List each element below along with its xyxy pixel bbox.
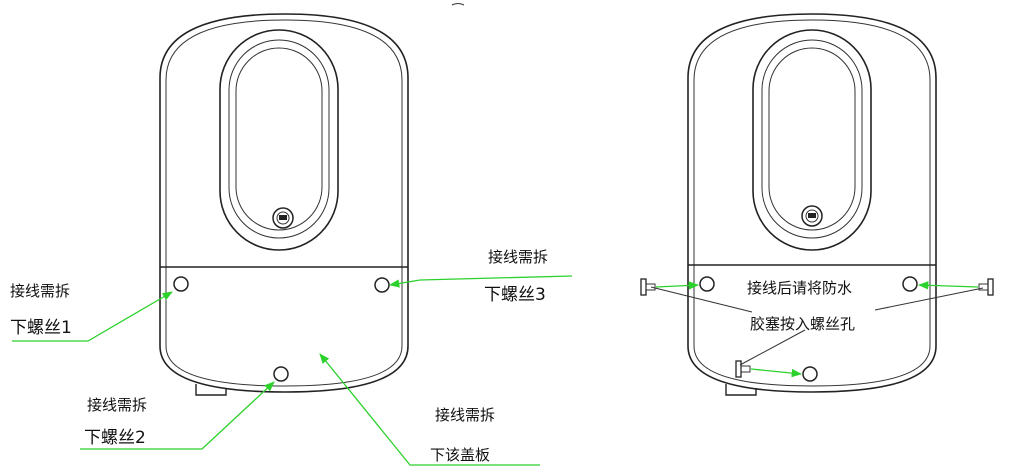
stray-mark (451, 3, 465, 6)
right-window-inner (761, 39, 863, 239)
callout-screw1-line2: 下螺丝1 (10, 318, 72, 338)
arrow-plug-left (655, 281, 700, 290)
right-bottom-bracket (725, 384, 757, 396)
leader-screw2 (80, 381, 275, 450)
note-leader-lines (650, 286, 984, 366)
callout-cover: 接线需拆 下该盖板 (430, 406, 495, 464)
screw-hole-icon (173, 276, 189, 292)
waterproof-note-line2: 胶塞按入螺丝孔 (750, 315, 855, 333)
arrow-plug-right (917, 281, 979, 290)
screw-hole-icon (802, 366, 818, 382)
left-window-inner (228, 39, 330, 239)
right-device-inner-edge (693, 19, 931, 387)
left-device-body (159, 13, 409, 393)
waterproof-plug-icon (640, 278, 656, 296)
screw-hole-icon (699, 276, 715, 292)
callout-screw3: 接线需拆 下螺丝3 (484, 248, 548, 305)
screw-hole-icon (902, 276, 918, 292)
leader-cover (319, 353, 540, 466)
waterproof-note: 接线后请将防水 胶塞按入螺丝孔 (747, 279, 855, 333)
leader-screw1 (12, 291, 173, 342)
keyhole-lock-icon (801, 205, 823, 227)
right-device-body (687, 13, 937, 393)
callout-cover-line1: 接线需拆 (435, 406, 495, 424)
left-device (159, 13, 409, 396)
screw-hole-icon (273, 366, 289, 382)
right-plug-arrows (655, 281, 979, 378)
waterproof-plug-icon (735, 360, 751, 378)
waterproof-note-line1: 接线后请将防水 (747, 279, 852, 297)
callout-screw3-line2: 下螺丝3 (484, 285, 546, 305)
waterproof-plug-icon (978, 278, 994, 296)
keyhole-lock-icon (272, 207, 294, 229)
left-leader-lines (12, 275, 573, 466)
left-window-core (235, 47, 323, 231)
left-device-inner-edge (165, 19, 403, 387)
right-window-core (768, 47, 856, 231)
right-window-outer (752, 29, 872, 251)
callout-screw3-line1: 接线需拆 (488, 248, 548, 266)
left-window-outer (219, 29, 339, 251)
callout-screw1-line1: 接线需拆 (10, 282, 70, 300)
screw-hole-icon (374, 277, 390, 293)
leader-screw3 (388, 275, 573, 288)
arrow-plug-bottom (750, 368, 803, 378)
callout-screw2-line1: 接线需拆 (87, 396, 147, 414)
callout-screw2: 接线需拆 下螺丝2 (84, 396, 147, 448)
left-bottom-bracket (195, 384, 227, 396)
callout-cover-line2: 下该盖板 (430, 446, 490, 464)
callout-screw1: 接线需拆 下螺丝1 (10, 282, 72, 338)
callout-screw2-line2: 下螺丝2 (84, 428, 146, 448)
right-device (687, 13, 937, 396)
